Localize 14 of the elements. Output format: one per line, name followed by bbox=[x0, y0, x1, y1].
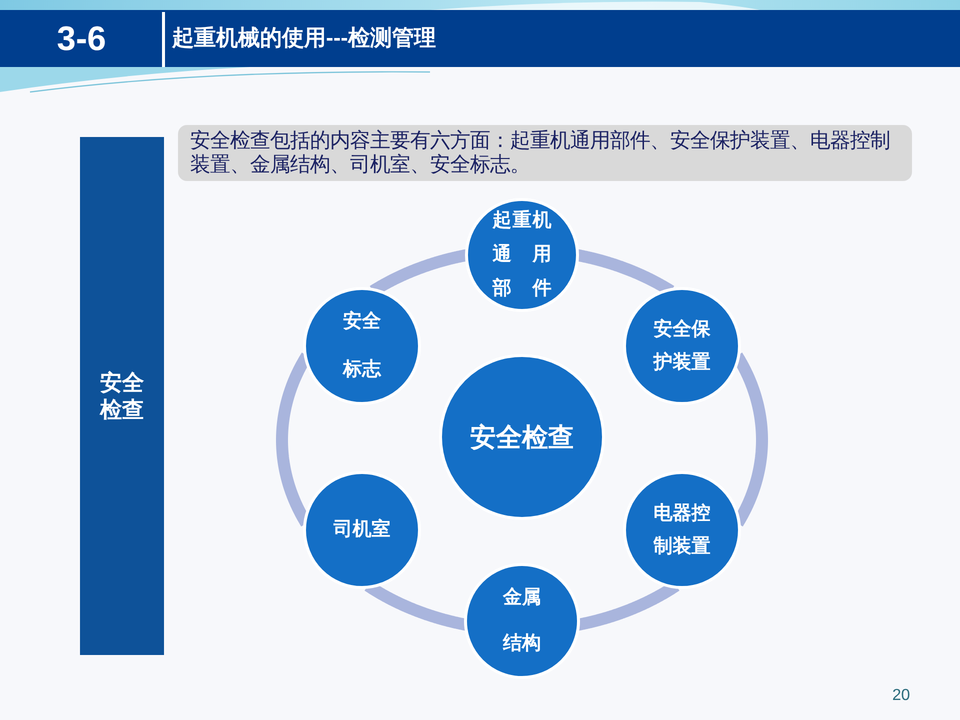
slide-title: 起重机械的使用---检测管理 bbox=[172, 24, 436, 52]
node-label: 司机室 bbox=[332, 518, 392, 542]
node-label: 安全标志 bbox=[342, 310, 382, 382]
node-label: 金属结构 bbox=[502, 586, 542, 656]
note-text: 安全检查包括的内容主要有六方面：起重机通用部件、安全保护装置、电器控制装置、金属结构、司机室、安全标志。 bbox=[190, 129, 891, 177]
node-label: 安全检查 bbox=[469, 421, 575, 454]
side-bar-label: 安全检查 bbox=[99, 369, 145, 423]
section-number: 3-6 bbox=[56, 19, 108, 60]
page-number: 20 bbox=[892, 686, 910, 706]
note-box bbox=[178, 125, 912, 181]
node-label: 起重机通用部件 bbox=[492, 208, 552, 301]
node-label: 安全保护装置 bbox=[652, 318, 712, 375]
side-bar bbox=[80, 137, 164, 655]
node-label: 电器控制装置 bbox=[652, 502, 712, 559]
